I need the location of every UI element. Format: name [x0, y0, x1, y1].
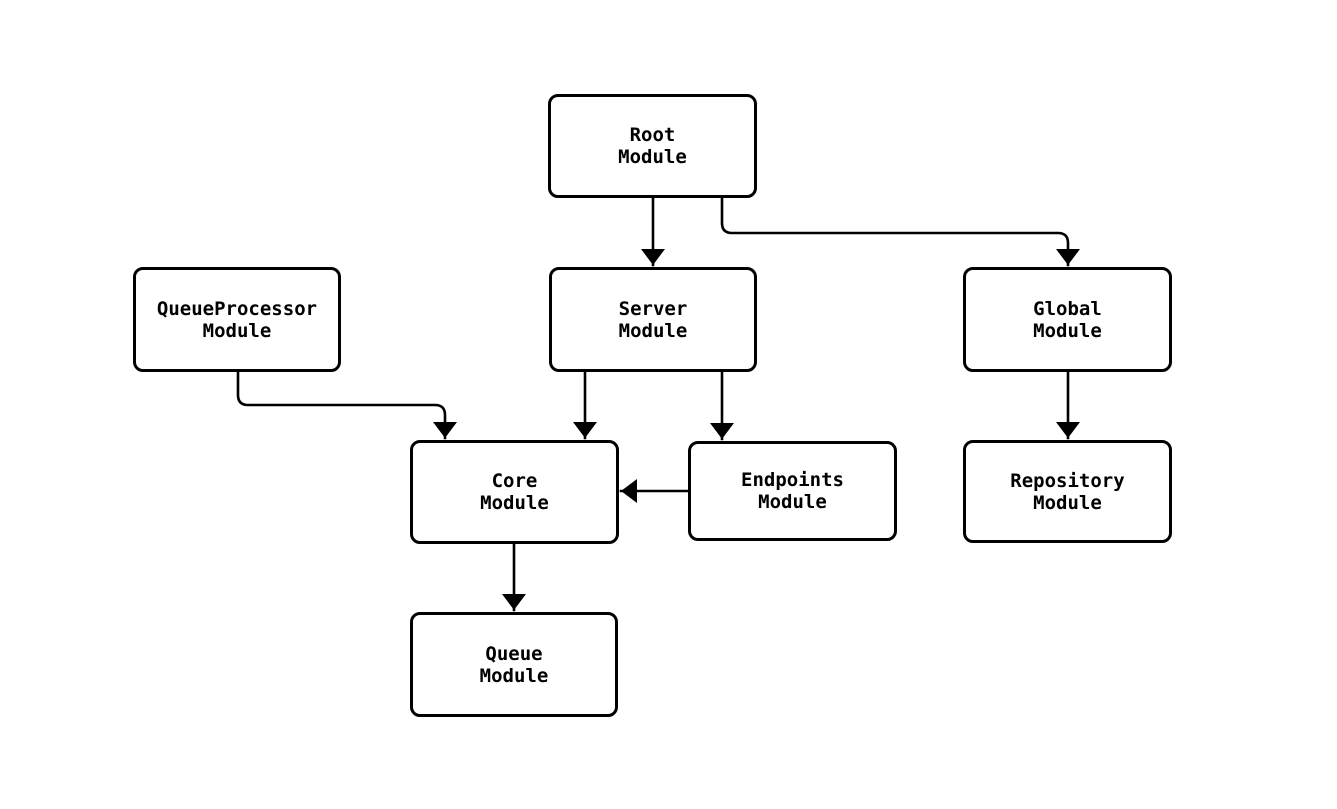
node-root: Root Module — [548, 94, 757, 198]
node-repository-label: Repository Module — [1010, 469, 1125, 514]
edge-queueprocessor-to-core — [236, 371, 457, 440]
node-server-label: Server Module — [618, 297, 688, 342]
node-server: Server Module — [549, 267, 757, 372]
node-queueprocessor-label: QueueProcessor Module — [156, 297, 318, 342]
node-queue: Queue Module — [410, 612, 618, 717]
node-repository: Repository Module — [963, 440, 1172, 543]
edge-root-to-global — [720, 196, 1080, 267]
node-queueprocessor: QueueProcessor Module — [133, 267, 341, 372]
node-endpoints-label: Endpoints Module — [741, 469, 844, 513]
node-core: Core Module — [410, 440, 619, 544]
node-endpoints: Endpoints Module — [688, 441, 897, 541]
node-queue-label: Queue Module — [479, 642, 549, 687]
node-global: Global Module — [963, 267, 1172, 372]
node-core-label: Core Module — [480, 470, 549, 514]
node-root-label: Root Module — [618, 124, 687, 168]
edge-group — [236, 196, 1080, 612]
node-global-label: Global Module — [1033, 297, 1102, 342]
